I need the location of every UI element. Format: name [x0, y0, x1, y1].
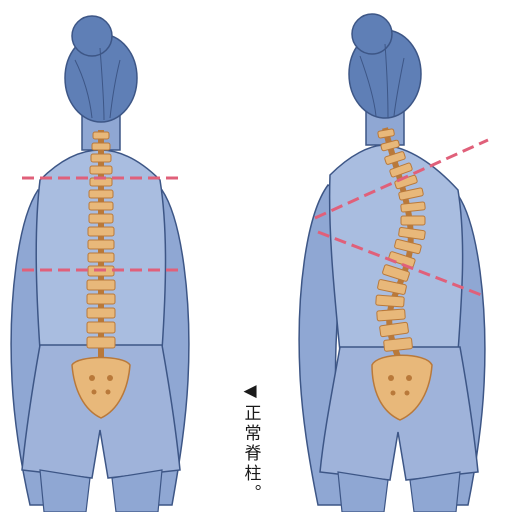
hair-bun-right-figure — [352, 14, 392, 54]
right-leg — [112, 470, 162, 512]
left-triangle-icon: ◀ — [243, 383, 256, 400]
left-leg — [40, 470, 90, 512]
caption-text: 正常脊柱。 — [242, 404, 259, 504]
normal-spine-figure — [11, 16, 189, 512]
scoliosis-spine-figure — [299, 14, 488, 512]
hair-bun — [72, 16, 112, 56]
caption: ◀ 正常脊柱。 — [238, 383, 262, 512]
